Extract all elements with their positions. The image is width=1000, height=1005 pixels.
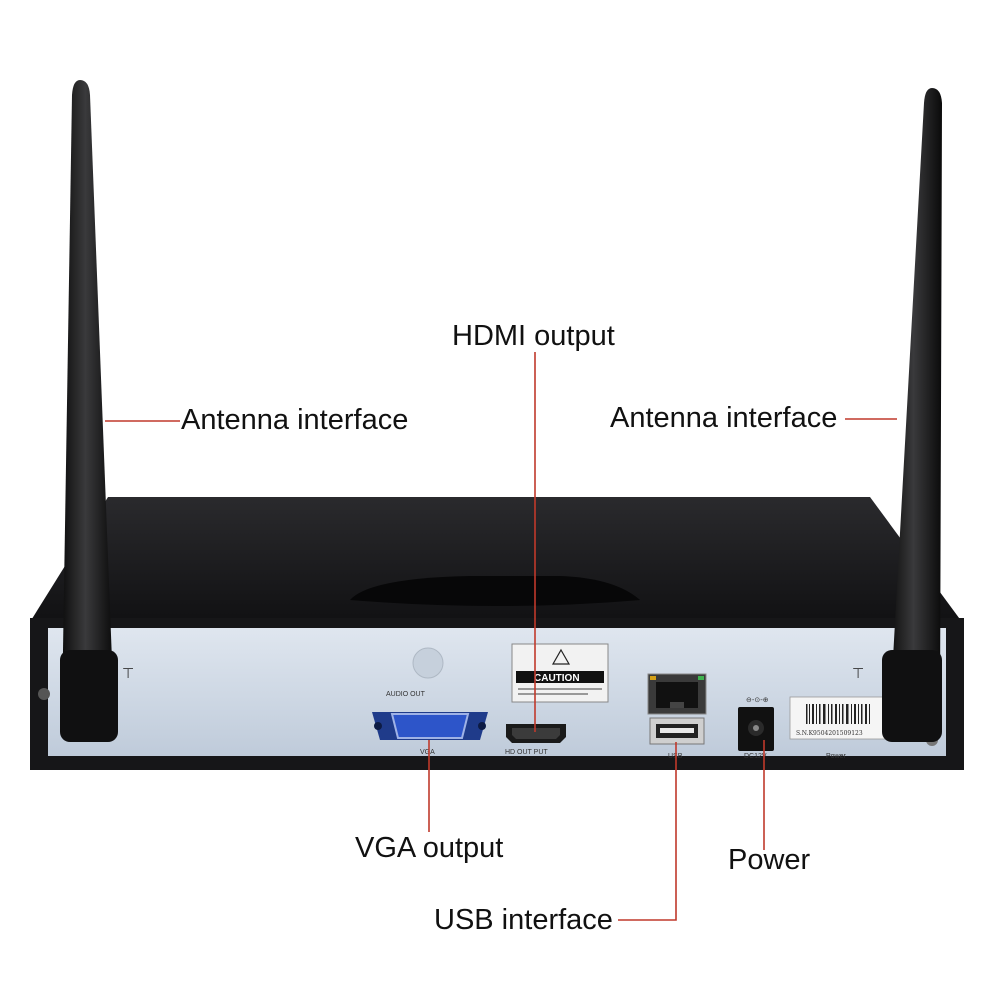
antenna-interface-left-callout: Antenna interface — [181, 404, 409, 436]
hdmi-output-callout: HDMI output — [452, 320, 615, 352]
vga-panel-label: VGA — [420, 749, 435, 756]
antenna-symbol-right: ⊤ — [852, 666, 864, 682]
antenna-left — [60, 80, 118, 742]
vga-output-callout: VGA output — [355, 832, 504, 864]
chassis-top — [30, 497, 962, 622]
usb-port — [649, 717, 705, 745]
caution-text: CAUTION — [534, 673, 580, 684]
serial-number: S.N.K9504201509123 — [796, 730, 863, 737]
hdmi-panel-label: HD OUT PUT — [505, 749, 548, 756]
svg-text:⊖-⊙-⊕: ⊖-⊙-⊕ — [746, 696, 769, 704]
power-callout: Power — [728, 844, 811, 876]
ethernet-port — [647, 673, 707, 715]
vga-port — [372, 712, 488, 740]
screw-left — [38, 688, 50, 700]
usb-interface-callout: USB interface — [434, 904, 613, 936]
handle-recess — [350, 576, 640, 606]
dc-panel-label: DC12V — [744, 753, 767, 760]
leader-usb — [618, 742, 677, 921]
antenna-interface-right-callout: Antenna interface — [610, 402, 838, 434]
power-panel-label: Power — [826, 753, 847, 760]
leader-lines — [105, 352, 897, 921]
antenna-symbol-left: ⊤ — [122, 666, 134, 682]
hdmi-port — [506, 724, 566, 743]
dc-power-jack: ⊖-⊙-⊕ — [738, 696, 774, 751]
antenna-right — [882, 88, 942, 742]
serial-sticker: S.N.K9504201509123 — [789, 696, 889, 740]
caution-sticker: CAUTION — [511, 643, 609, 703]
audio-out-label: AUDIO OUT — [386, 691, 426, 698]
audio-out-jack — [412, 647, 444, 679]
